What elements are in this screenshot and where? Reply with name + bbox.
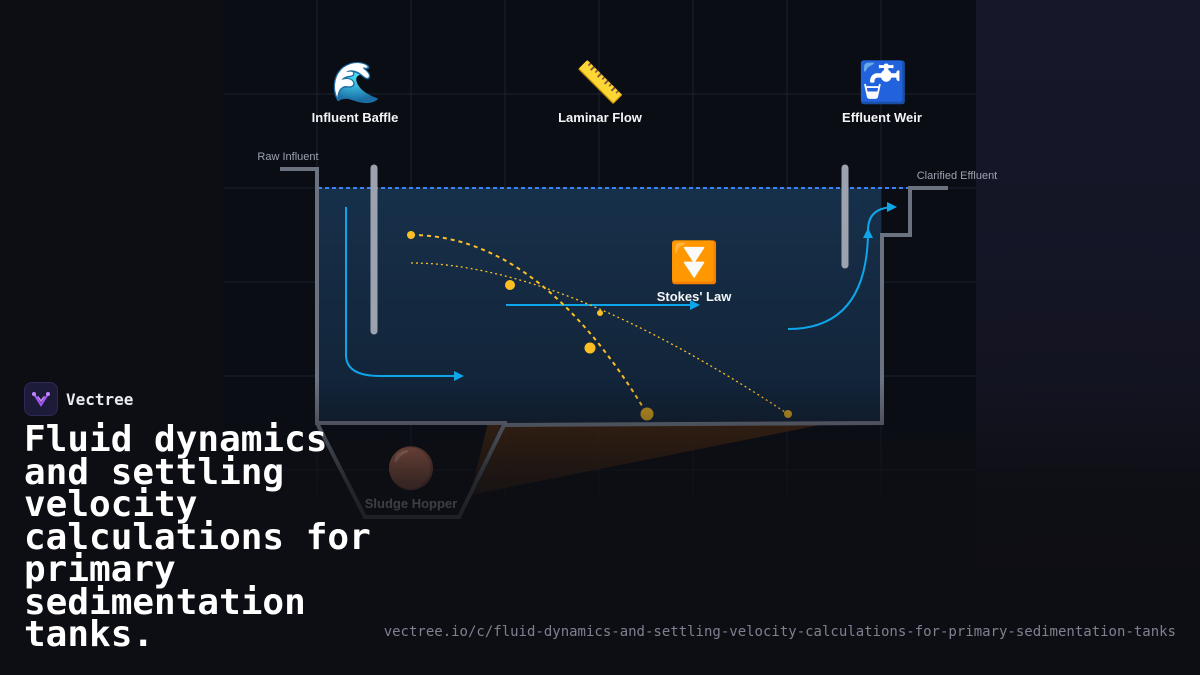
- ruler-icon: 📏: [575, 59, 625, 106]
- sludge-blanket: [470, 423, 830, 495]
- effluent-weir-label: Effluent Weir: [842, 110, 922, 125]
- vectree-logo-icon: [24, 382, 58, 416]
- fast-down-icon: ⏬: [669, 239, 719, 286]
- page-title: Fluid dynamics and settling velocity cal…: [24, 419, 371, 655]
- page-url[interactable]: vectree.io/c/fluid-dynamics-and-settling…: [383, 624, 1176, 640]
- brand-name: Vectree: [66, 389, 134, 409]
- brand[interactable]: Vectree: [24, 382, 133, 416]
- clarified-effluent-label: Clarified Effluent: [917, 170, 998, 182]
- laminar-flow-label: Laminar Flow: [558, 110, 643, 125]
- inlet-flow-arrow: [345, 207, 464, 381]
- raw-influent-label: Raw Influent: [257, 151, 318, 163]
- flow-arrows: [345, 202, 897, 381]
- heavy-particle-trajectory: [410, 234, 648, 415]
- weir-rise-arrow: [787, 228, 873, 330]
- faucet-icon: 🚰: [858, 59, 908, 106]
- influent-baffle-label: Influent Baffle: [312, 110, 399, 125]
- wave-icon: 🌊: [331, 59, 381, 106]
- effluent-exit-arrow: [867, 202, 897, 231]
- light-particle-trajectory: [410, 262, 789, 415]
- stokes-law-label: Stokes' Law: [657, 289, 733, 304]
